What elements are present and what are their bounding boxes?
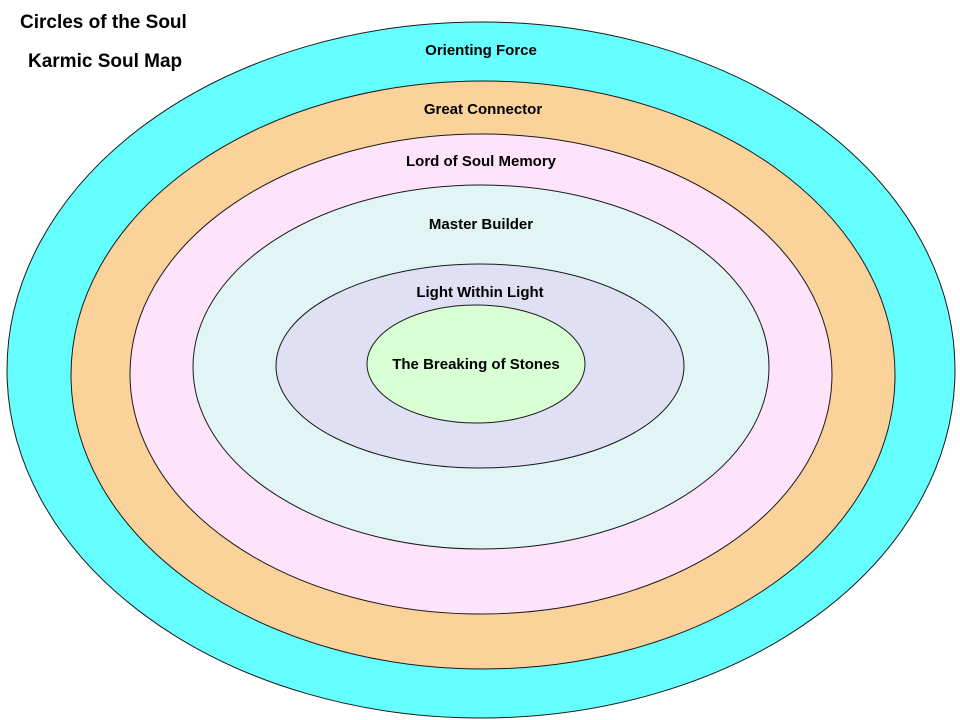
ring-label-the-breaking-of-stones: The Breaking of Stones bbox=[392, 356, 560, 373]
diagram-subtitle: Karmic Soul Map bbox=[28, 51, 183, 72]
ring-label-master-builder: Master Builder bbox=[429, 216, 533, 233]
diagram-title: Circles of the Soul bbox=[20, 12, 187, 33]
rings-layer bbox=[6, 21, 956, 719]
ring-label-great-connector: Great Connector bbox=[424, 101, 543, 118]
ring-the-breaking-of-stones bbox=[366, 304, 586, 424]
ring-label-lord-of-soul-memory: Lord of Soul Memory bbox=[406, 153, 557, 170]
ring-label-light-within-light: Light Within Light bbox=[416, 284, 543, 301]
ring-label-orienting-force: Orienting Force bbox=[425, 42, 537, 59]
